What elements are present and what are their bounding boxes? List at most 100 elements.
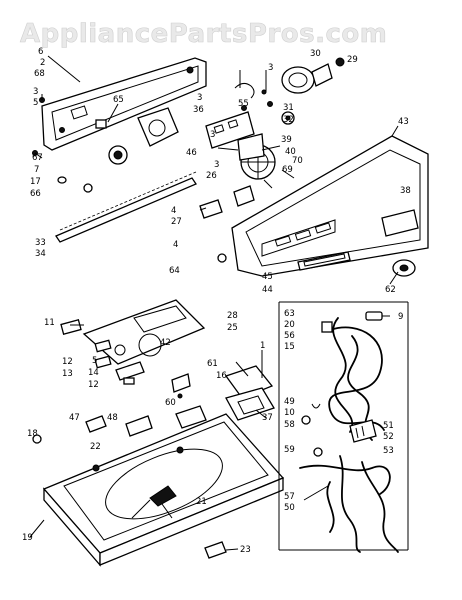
part-label: 63 — [284, 309, 295, 319]
part-label: 25 — [227, 323, 238, 333]
part-label: 49 — [284, 397, 295, 407]
part-label: 16 — [216, 371, 227, 381]
part-label: 4 — [173, 240, 178, 250]
part-label: 47 — [69, 413, 80, 423]
part-label: 51 — [383, 421, 394, 431]
part-label: 3 — [268, 63, 273, 73]
part-label: 19 — [22, 533, 33, 543]
part-label: 17 — [30, 177, 41, 187]
actuator-mount-plate — [224, 365, 275, 421]
watermark-text: AppliancePartsPros.com — [20, 19, 387, 49]
part-label: 67 — [32, 153, 43, 163]
part-label: 1 — [260, 341, 265, 351]
part-label: 39 — [281, 135, 292, 145]
part-label: 53 — [383, 446, 394, 456]
leader-lines — [29, 55, 399, 551]
part-label: 14 — [88, 368, 99, 378]
part-label: 62 — [385, 285, 396, 295]
part-label: 13 — [62, 369, 73, 379]
part-label: 11 — [44, 318, 55, 328]
hinge-bracket-assembly — [82, 299, 206, 365]
part-label: 3 — [33, 87, 38, 97]
wiring-harness-box — [278, 301, 409, 551]
console-end-cap — [381, 209, 419, 237]
part-label: 18 — [27, 429, 38, 439]
part-label: 12 — [62, 357, 73, 367]
part-label: 32 — [283, 115, 294, 125]
part-label: 56 — [284, 331, 295, 341]
upper-wiring-harness — [321, 311, 385, 441]
push-to-start-button — [297, 251, 351, 271]
part-labels: 6 2 68 3 5 65 67 7 17 66 33 34 3 36 55 3… — [22, 47, 411, 555]
part-label: 60 — [165, 398, 176, 408]
part-label: 64 — [169, 266, 180, 276]
part-label: 37 — [262, 413, 273, 423]
part-label: 50 — [284, 503, 295, 513]
part-label: 36 — [193, 105, 204, 115]
part-label: 7 — [34, 165, 39, 175]
part-label: 3 — [197, 93, 202, 103]
lid-switch-center — [171, 373, 191, 399]
part-label: 52 — [383, 432, 394, 442]
lower-wiring-harness — [299, 403, 399, 553]
timer-mount-bracket — [137, 107, 179, 147]
top-cover — [42, 413, 285, 567]
part-label: 31 — [283, 103, 294, 113]
part-label: 57 — [284, 492, 295, 502]
part-label: 23 — [240, 545, 251, 555]
console-backsplash-panel — [41, 57, 207, 151]
part-label: 27 — [171, 217, 182, 227]
part-label: 38 — [400, 186, 411, 196]
hinge-pin-parts — [32, 405, 207, 444]
clip-part — [95, 119, 107, 129]
part-label: 9 — [398, 312, 403, 322]
part-label: 4 — [171, 206, 176, 216]
part-label: 26 — [206, 171, 217, 181]
part-label: 20 — [284, 320, 295, 330]
lid-switch-left — [60, 319, 145, 385]
part-label: 15 — [284, 342, 295, 352]
part-label: 29 — [347, 55, 358, 65]
part-label: 44 — [262, 285, 273, 295]
switch-plate — [205, 111, 255, 149]
part-label: 45 — [262, 272, 273, 282]
part-label: 12 — [88, 380, 99, 390]
motor-timer-assembly — [281, 57, 345, 94]
knob-right — [392, 259, 416, 277]
hole-plug — [204, 541, 227, 559]
part-label: 42 — [160, 338, 171, 348]
part-label: 46 — [186, 148, 197, 158]
part-label: 61 — [207, 359, 218, 369]
part-label: 5 — [92, 356, 97, 366]
part-label: 2 — [40, 58, 45, 68]
console-rear-rail — [55, 171, 197, 243]
lamp-socket — [281, 111, 295, 125]
part-label: 10 — [284, 408, 295, 418]
part-label: 59 — [284, 445, 295, 455]
part-label: 70 — [292, 156, 303, 166]
part-label: 66 — [30, 189, 41, 199]
terminal-connector — [349, 419, 377, 443]
part-label: 55 — [238, 99, 249, 109]
part-label: 30 — [310, 49, 321, 59]
part-label: 43 — [398, 117, 409, 127]
part-label: 65 — [113, 95, 124, 105]
part-label: 58 — [284, 420, 295, 430]
part-label: 40 — [285, 147, 296, 157]
part-label: 28 — [227, 311, 238, 321]
part-label: 3 — [214, 160, 219, 170]
part-label: 48 — [107, 413, 118, 423]
part-label: 34 — [35, 249, 46, 259]
part-label: 5 — [33, 98, 38, 108]
terminal-block — [199, 169, 295, 263]
part-label: 68 — [34, 69, 45, 79]
part-label: 69 — [282, 165, 293, 175]
timer-knob-part — [108, 145, 128, 165]
part-label: 21 — [196, 497, 207, 507]
part-label: 22 — [90, 442, 101, 452]
part-label: 6 — [38, 47, 43, 57]
part-label: 3 — [210, 130, 215, 140]
selector-switch — [237, 133, 265, 161]
part-label: 33 — [35, 238, 46, 248]
